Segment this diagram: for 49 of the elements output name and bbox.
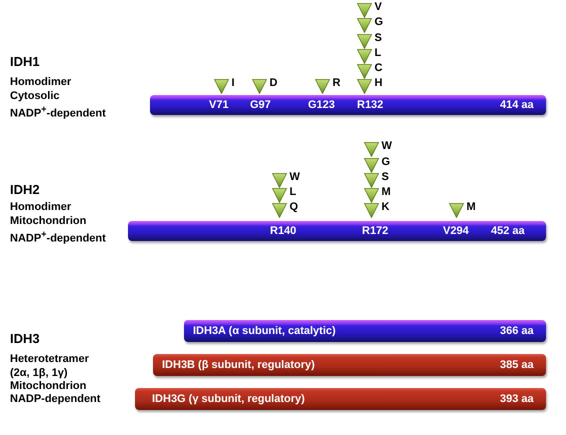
residue-label: G97	[250, 99, 271, 111]
property-label: Heterotetramer (2α, 1β, 1γ)	[10, 353, 90, 380]
protein-name: IDH3	[10, 331, 40, 346]
property-label: Mitochondrion	[10, 380, 86, 394]
mutation-label: H	[374, 77, 382, 90]
mutation-label: M	[466, 201, 476, 214]
mutation-label: I	[232, 77, 235, 90]
residue-label: R132	[357, 99, 384, 111]
mutation-label: V	[374, 1, 382, 14]
mutation-label: L	[374, 47, 382, 60]
property-label: Homodimer	[10, 201, 72, 214]
protein-name: IDH2	[10, 182, 40, 197]
length-label: 366 aa	[500, 325, 534, 337]
mutation-label: S	[374, 32, 382, 45]
mutation-label: L	[290, 186, 296, 199]
mutation-label: W	[290, 171, 300, 184]
residue-label: V294	[443, 225, 469, 237]
residue-label: R140	[270, 225, 296, 237]
protein-name: IDH1	[10, 54, 40, 69]
subunit-label: IDH3G (γ subunit, regulatory)	[152, 393, 305, 405]
property-label: Cytosolic	[10, 90, 60, 103]
protein-bar	[184, 320, 546, 342]
protein-bar	[153, 354, 546, 376]
subunit-label: IDH3B (β subunit, regulatory)	[162, 359, 315, 371]
subunit-label: IDH3A (α subunit, catalytic)	[193, 325, 336, 337]
residue-label: G123	[308, 99, 335, 111]
mutation-label: G	[382, 156, 390, 169]
property-label: Homodimer	[10, 76, 72, 90]
mutation-label: G	[374, 16, 384, 29]
mutation-label: W	[382, 140, 392, 153]
mutation-label: R	[332, 77, 340, 90]
mutation-label: D	[270, 77, 278, 90]
mutation-label: M	[382, 186, 391, 199]
residue-label: R172	[362, 225, 388, 237]
property-label: NADP$^{+}$-dependent	[10, 103, 106, 122]
length-label: 452 aa	[491, 225, 525, 237]
mutation-label: Q	[290, 201, 298, 214]
mutation-label: S	[382, 171, 389, 184]
protein-bar	[128, 221, 546, 241]
property-label: NADP$^{+}$-dependent	[10, 228, 106, 246]
mutation-label: C	[374, 62, 382, 75]
length-label: 385 aa	[500, 359, 534, 371]
property-label: NADP-dependent	[10, 393, 100, 406]
residue-label: V71	[209, 99, 229, 111]
property-label: Mitochondrion	[10, 214, 86, 228]
protein-bar	[135, 388, 546, 410]
length-label: 393 aa	[500, 393, 534, 405]
length-label: 414 aa	[500, 99, 534, 111]
mutation-label: K	[382, 201, 390, 214]
